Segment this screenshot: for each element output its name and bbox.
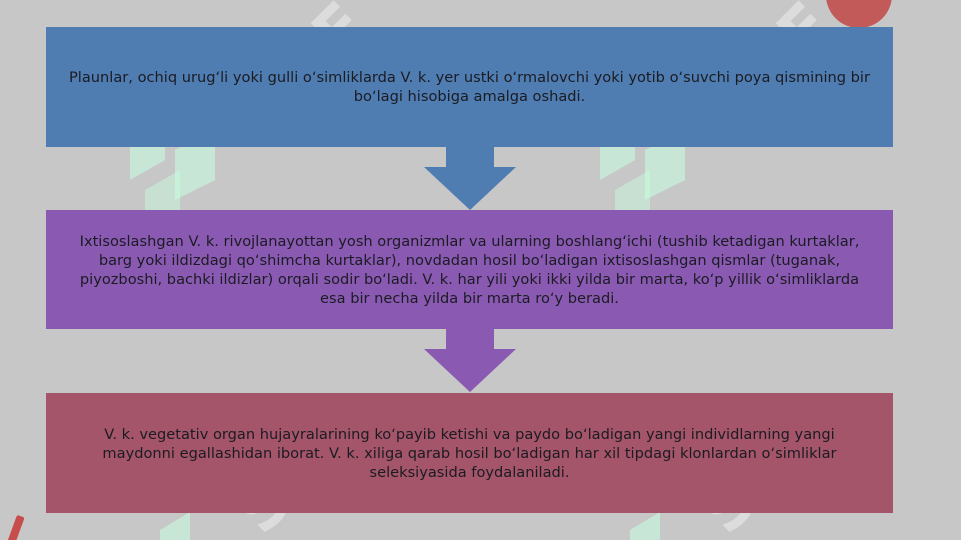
flow-step-3: V. k. vegetativ organ hujayralarining ko… xyxy=(46,393,893,513)
flow-step-2: Ixtisoslashgan V. k. rivojlanayottan yos… xyxy=(46,210,893,329)
down-arrow-icon xyxy=(424,147,516,210)
flow-step-3-text: V. k. vegetativ organ hujayralarining ko… xyxy=(102,425,837,481)
down-arrow-icon xyxy=(424,329,516,392)
flow-step-2-text: Ixtisoslashgan V. k. rivojlanayottan yos… xyxy=(79,232,860,307)
flow-step-1-text: Plaunlar, ochiq urug‘li yoki gulli o‘sim… xyxy=(69,69,870,105)
decorative-circle-shape xyxy=(826,0,892,28)
flow-step-1: Plaunlar, ochiq urug‘li yoki gulli o‘sim… xyxy=(46,27,893,147)
pencil-icon xyxy=(3,514,25,540)
